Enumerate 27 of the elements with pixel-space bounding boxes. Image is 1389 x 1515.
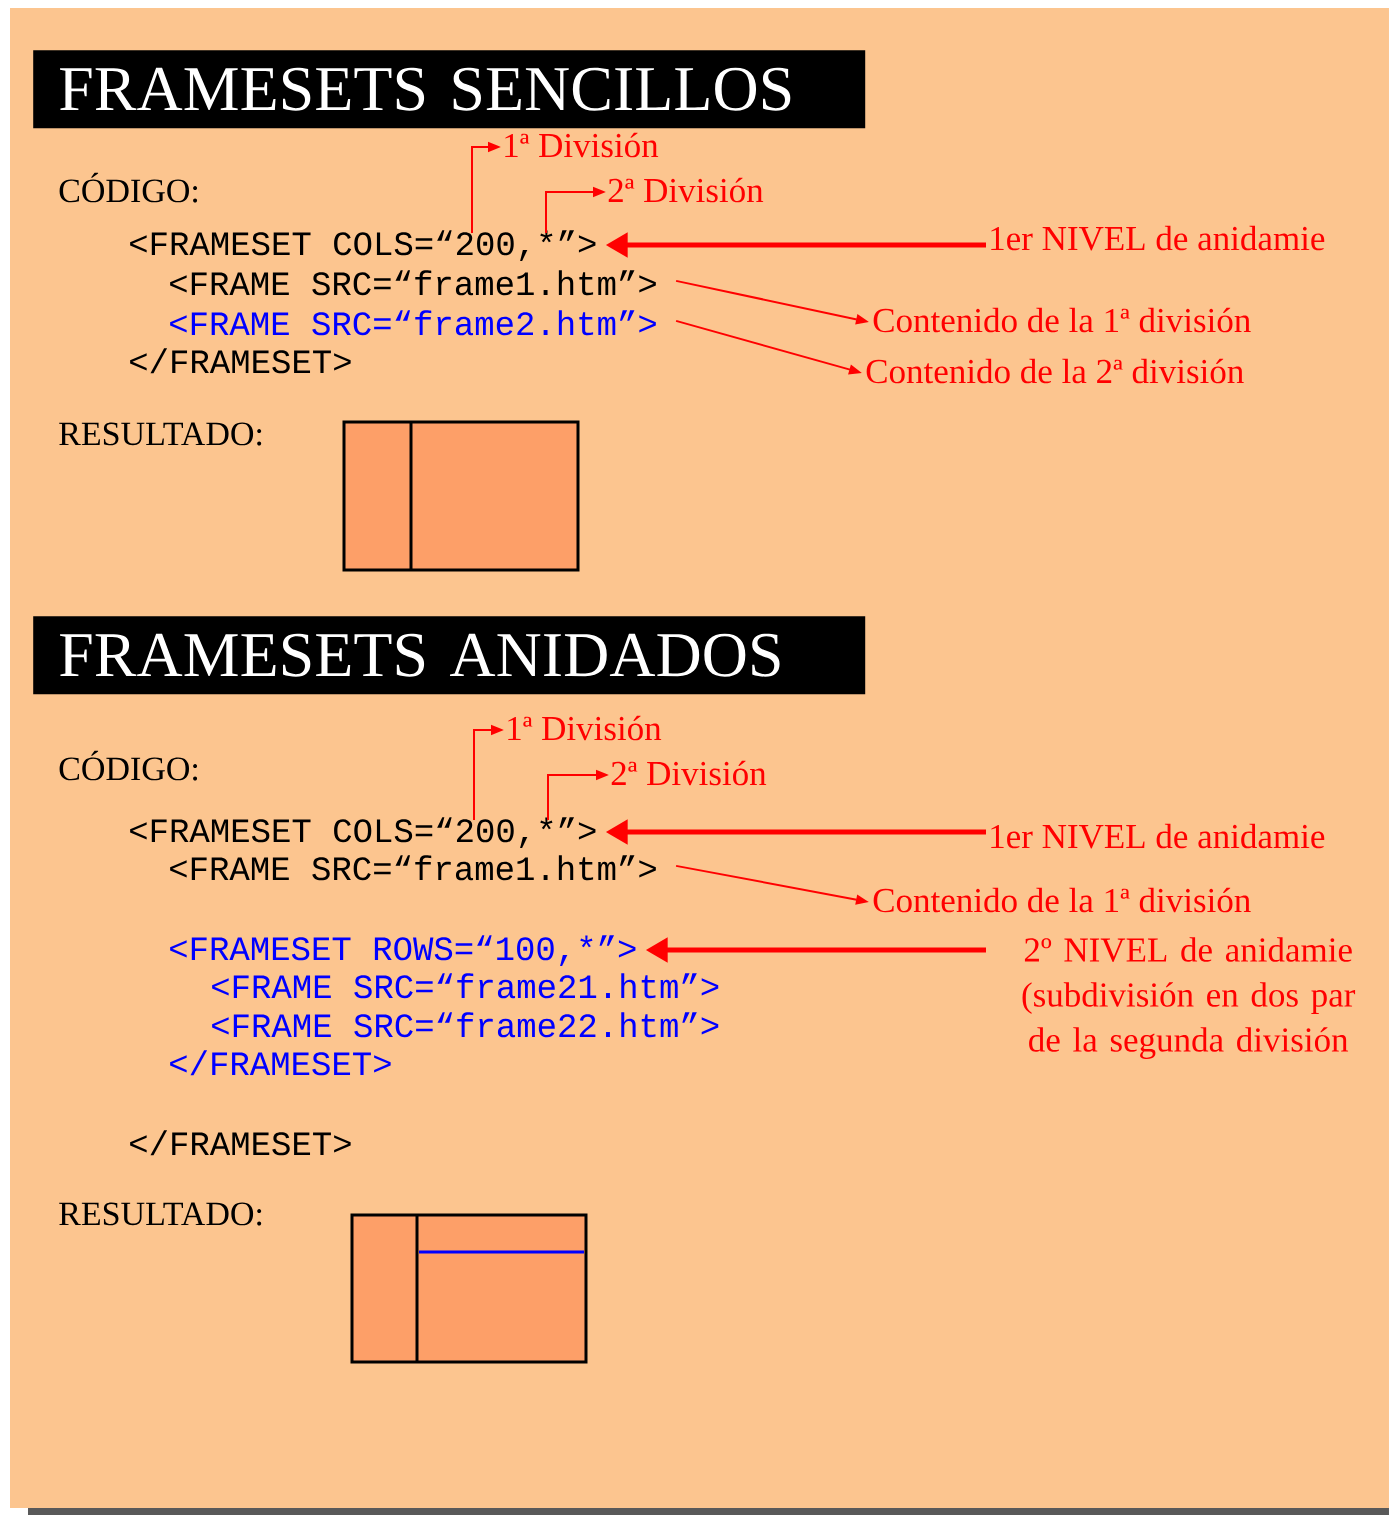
section-label: RESULTADO: xyxy=(59,1202,262,1226)
code-line: <FRAME SRC=“frame1.htm”> xyxy=(170,855,656,881)
code-line: <FRAMESET COLS=“200,*”> xyxy=(130,817,596,849)
code-line: <FRAME SRC=“frame22.htm”> xyxy=(212,1012,719,1038)
annotation-text: 1er NIVEL de anidamie xyxy=(991,225,1325,251)
title-bar: FRAMESETS SENCILLOS xyxy=(33,50,866,129)
code-line: </FRAMESET> xyxy=(170,1050,391,1076)
code-line: </FRAMESET> xyxy=(130,1130,351,1156)
annotation-text: 1ª División xyxy=(505,132,659,158)
section-label: CÓDIGO: xyxy=(59,172,198,203)
annotation-text: 2ª División xyxy=(611,760,767,786)
annotation-text: 1er NIVEL de anidamie xyxy=(991,823,1325,849)
code-line: <FRAME SRC=“frame21.htm”> xyxy=(212,973,719,999)
code-line: <FRAME SRC=“frame2.htm”> xyxy=(170,310,656,336)
annotation-text: 1ª División xyxy=(508,715,662,741)
code-line: <FRAMESET COLS=“200,*”> xyxy=(130,230,596,262)
code-line: <FRAMESET ROWS=“100,*”> xyxy=(170,935,636,967)
annotation-text: 2º NIVEL de anidamie (subdivisión en dos par de la segunda división xyxy=(1022,937,1356,1060)
section-label: CÓDIGO: xyxy=(59,750,198,781)
annotation-text: Contenido de la 1ª división xyxy=(873,887,1251,913)
annotation-text: Contenido de la 2ª división xyxy=(866,358,1244,384)
annotation-text: Contenido de la 1ª división xyxy=(873,307,1251,333)
code-line: </FRAMESET> xyxy=(130,348,351,374)
title-bar: FRAMESETS ANIDADOS xyxy=(33,616,866,695)
section-label: RESULTADO: xyxy=(59,422,262,446)
code-line: <FRAME SRC=“frame1.htm”> xyxy=(170,270,656,296)
annotation-text: 2ª División xyxy=(608,177,764,203)
